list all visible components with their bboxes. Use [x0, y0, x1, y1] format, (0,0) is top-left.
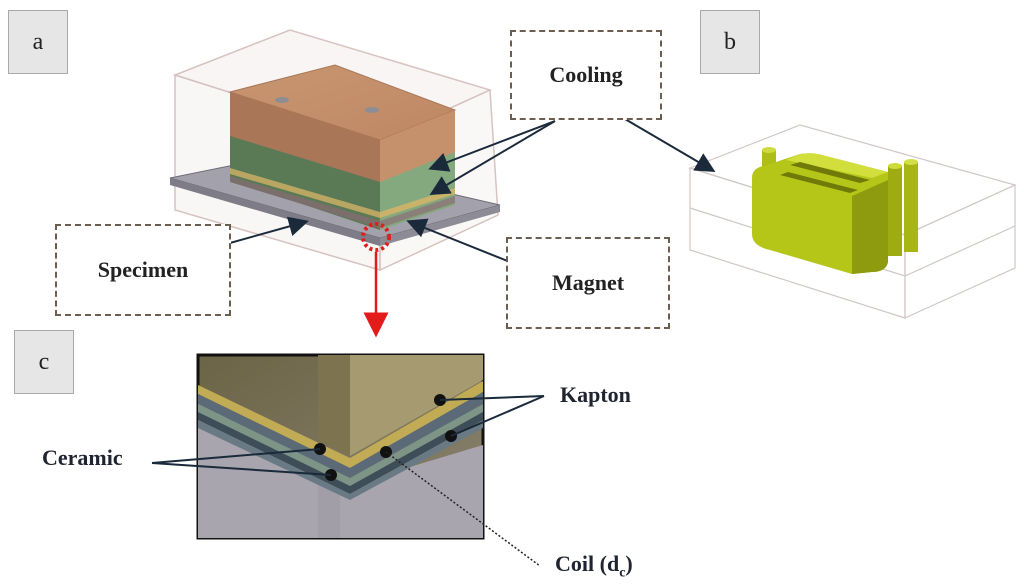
coil-label-subscript: c [619, 565, 626, 581]
coil-label-suffix: ) [625, 551, 633, 576]
cooling-panel-b [688, 124, 1017, 319]
panel-tag-a-label: a [32, 28, 44, 55]
detail-region-marker [361, 222, 391, 252]
specimen-callout: Specimen [55, 224, 231, 316]
magnet-callout-label: Magnet [551, 270, 625, 295]
panel-tag-b: b [700, 10, 760, 74]
panel-tag-a: a [8, 10, 68, 74]
cooling-callout-label: Cooling [549, 62, 623, 87]
magnet-callout: Magnet [506, 237, 670, 329]
cooling-callout: Cooling [510, 30, 662, 120]
panel-tag-c: c [14, 330, 74, 394]
coil-label-prefix: Coil (d [555, 551, 620, 576]
ceramic-label-text: Ceramic [42, 445, 123, 470]
detail-panel-c [196, 353, 485, 540]
kapton-label: Kapton [560, 382, 631, 408]
panel-tag-c-label: c [38, 348, 50, 375]
panel-tag-b-label: b [724, 28, 736, 55]
copper-cooling-block [228, 64, 457, 182]
magnet-stack [230, 135, 455, 230]
kapton-label-text: Kapton [560, 382, 631, 407]
ceramic-label: Ceramic [42, 445, 123, 471]
coil-label: Coil (dc) [555, 551, 633, 581]
cooling-channel-part [752, 147, 918, 274]
specimen-callout-label: Specimen [97, 257, 189, 282]
